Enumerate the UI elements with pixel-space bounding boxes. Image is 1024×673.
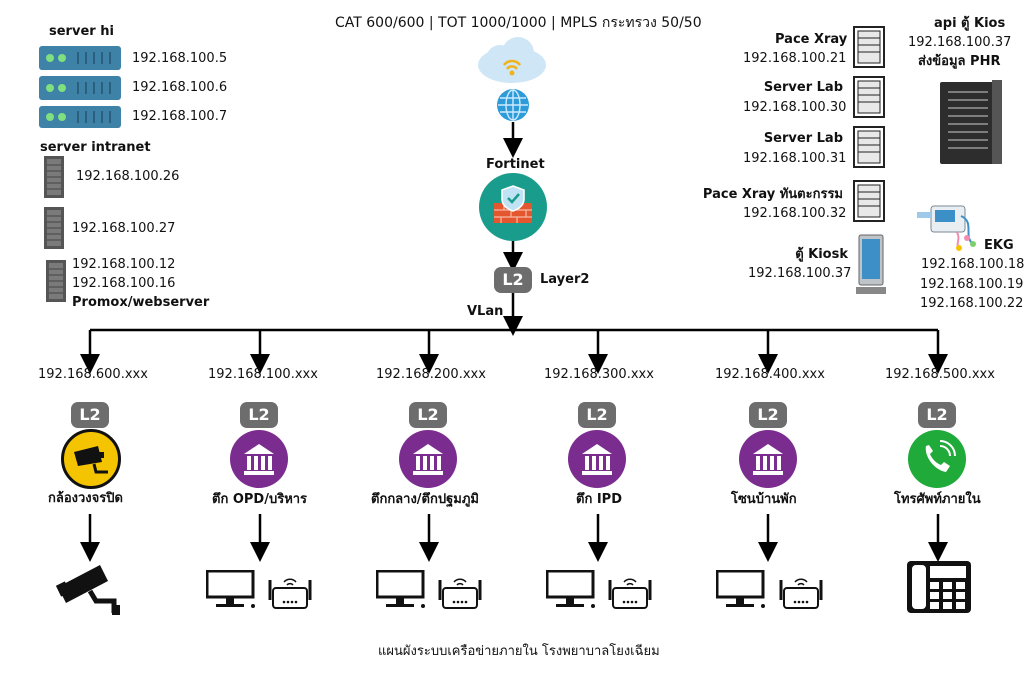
vlan-l2-badge: L2 bbox=[409, 402, 447, 428]
kiosk-name: ตู้ Kiosk bbox=[795, 247, 848, 262]
right-server-ip: 192.168.100.21 bbox=[743, 51, 847, 66]
vlan-label: ตึก IPD bbox=[576, 492, 622, 507]
intranet-ip-2: 192.168.100.27 bbox=[72, 221, 176, 236]
pc-tower-icon bbox=[938, 78, 1004, 166]
ekg-ip: 192.168.100.19 bbox=[920, 277, 1024, 292]
desktop-computer-icon bbox=[716, 570, 766, 610]
vlan-l2-badge: L2 bbox=[240, 402, 278, 428]
vlan-l2-badge: L2 bbox=[918, 402, 956, 428]
kiosk-icon bbox=[855, 234, 887, 296]
tower-server-icon bbox=[853, 26, 885, 68]
cloud-icon bbox=[476, 35, 548, 85]
vlan-label: กล้องวงจรปิด bbox=[48, 491, 123, 506]
intranet-ip-3c: Promox/webserver bbox=[72, 295, 210, 310]
vlan-subnet: 192.168.200.xxx bbox=[376, 367, 486, 382]
cctv-icon bbox=[61, 429, 121, 489]
wifi-access-point-icon bbox=[266, 574, 314, 612]
isp-bandwidth-title: CAT 600/600 | TOT 1000/1000 | MPLS กระทร… bbox=[335, 15, 702, 31]
tower-server-icon bbox=[853, 180, 885, 222]
right-server-name: Pace Xray bbox=[775, 32, 848, 47]
vlan-l2-badge: L2 bbox=[71, 402, 109, 428]
globe-icon bbox=[496, 88, 530, 122]
vlan-label: VLan bbox=[467, 304, 504, 319]
desktop-computer-icon bbox=[376, 570, 426, 610]
rack-server-icon bbox=[38, 44, 122, 130]
vlan-subnet: 192.168.300.xxx bbox=[544, 367, 654, 382]
diagram-caption: แผนผังระบบเครือข่ายภายใน โรงพยาบาลโยงเฉี… bbox=[378, 644, 660, 659]
desk-phone-icon bbox=[906, 560, 972, 614]
ekg-ip: 192.168.100.18 bbox=[921, 257, 1024, 272]
api-kios-line1: api ตู้ Kios bbox=[934, 16, 1006, 31]
tower-server-icon bbox=[43, 206, 65, 250]
vlan-label: ตึก OPD/บริหาร bbox=[212, 492, 308, 507]
wifi-access-point-icon bbox=[606, 574, 654, 612]
phone-call-icon bbox=[908, 430, 966, 488]
vlan-subnet: 192.168.400.xxx bbox=[715, 367, 825, 382]
kiosk-ip: 192.168.100.37 bbox=[748, 266, 852, 281]
server-hi-ip: 192.168.100.5 bbox=[132, 51, 228, 66]
api-kios-line2: 192.168.100.37 bbox=[908, 35, 1012, 50]
intranet-ip-3a: 192.168.100.12 bbox=[72, 257, 176, 272]
intranet-ip-1: 192.168.100.26 bbox=[76, 169, 180, 184]
right-server-name: Server Lab bbox=[763, 131, 843, 146]
right-server-ip: 192.168.100.30 bbox=[743, 100, 847, 115]
right-server-ip: 192.168.100.31 bbox=[743, 151, 847, 166]
vlan-label: โทรศัพท์ภายใน bbox=[894, 492, 981, 507]
right-server-name: Server Lab bbox=[763, 80, 843, 95]
firewall-icon bbox=[479, 173, 547, 241]
api-kios-line3: ส่งข้อมูล PHR bbox=[918, 54, 1001, 69]
wifi-access-point-icon bbox=[777, 574, 825, 612]
right-server-name: Pace Xray ทันตะกรรม bbox=[702, 187, 843, 202]
wifi-access-point-icon bbox=[436, 574, 484, 612]
intranet-ip-3b: 192.168.100.16 bbox=[72, 276, 176, 291]
building-icon bbox=[230, 430, 288, 488]
building-icon bbox=[399, 430, 457, 488]
vlan-label: โซนบ้านพัก bbox=[731, 492, 797, 507]
tower-server-icon bbox=[45, 259, 67, 303]
firewall-label: Fortinet bbox=[486, 157, 545, 172]
vlan-label: ตึกกลาง/ตึกปฐมภูมิ bbox=[371, 492, 479, 507]
server-intranet-title: server intranet bbox=[40, 140, 151, 155]
layer2-label: Layer2 bbox=[540, 272, 590, 287]
tower-server-icon bbox=[853, 76, 885, 118]
ekg-name: EKG bbox=[984, 238, 1014, 253]
server-hi-ip: 192.168.100.7 bbox=[132, 109, 228, 124]
tower-server-icon bbox=[43, 155, 65, 199]
building-icon bbox=[739, 430, 797, 488]
server-hi-title: server hi bbox=[49, 24, 114, 39]
vlan-subnet: 192.168.600.xxx bbox=[38, 367, 148, 382]
server-hi-ip: 192.168.100.6 bbox=[132, 80, 228, 95]
vlan-l2-badge: L2 bbox=[749, 402, 787, 428]
desktop-computer-icon bbox=[206, 570, 256, 610]
layer2-core-badge: L2 bbox=[494, 267, 532, 293]
vlan-subnet: 192.168.500.xxx bbox=[885, 367, 995, 382]
right-server-ip: 192.168.100.32 bbox=[743, 206, 847, 221]
ekg-machine-icon bbox=[915, 196, 981, 252]
building-icon bbox=[568, 430, 626, 488]
desktop-computer-icon bbox=[546, 570, 596, 610]
ekg-ip: 192.168.100.22 bbox=[920, 296, 1024, 311]
security-camera-icon bbox=[56, 561, 122, 617]
tower-server-icon bbox=[853, 126, 885, 168]
vlan-subnet: 192.168.100.xxx bbox=[208, 367, 318, 382]
vlan-l2-badge: L2 bbox=[578, 402, 616, 428]
